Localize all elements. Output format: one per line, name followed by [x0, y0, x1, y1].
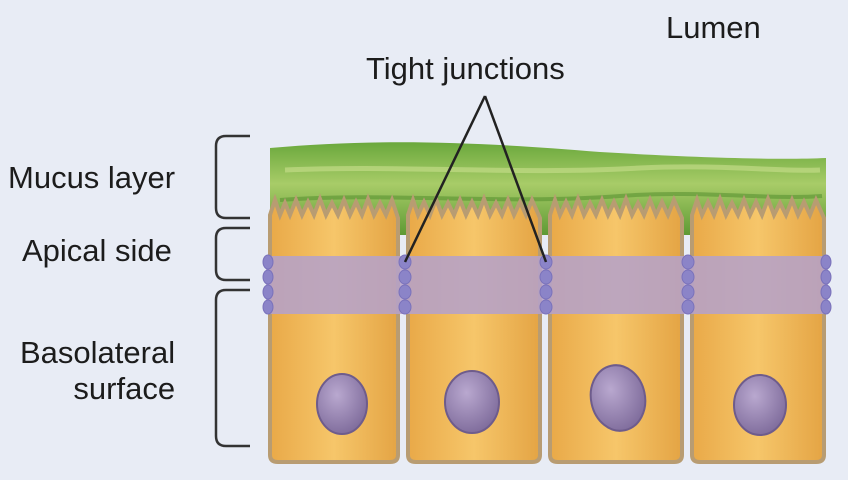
apical-side-label: Apical side: [22, 233, 172, 268]
tight-junction-beads: [262, 254, 832, 315]
apical-side-bracket: [214, 226, 250, 282]
basolateral-surface-label: Basolateral surface: [20, 335, 175, 407]
nucleus: [733, 374, 787, 436]
nucleus: [444, 370, 500, 434]
tight-junction-pointers: [403, 95, 548, 263]
basolateral-label-line1: Basolateral: [20, 335, 176, 370]
nucleus: [316, 373, 368, 435]
mucus-layer-label: Mucus layer: [8, 160, 176, 195]
basolateral-label-line2: surface: [73, 371, 176, 406]
mucus-layer-bracket: [214, 134, 250, 220]
basolateral-surface-bracket: [214, 288, 250, 448]
tight-junctions-label: Tight junctions: [366, 51, 565, 86]
nucleus: [589, 364, 647, 432]
lumen-label: Lumen: [666, 10, 761, 45]
